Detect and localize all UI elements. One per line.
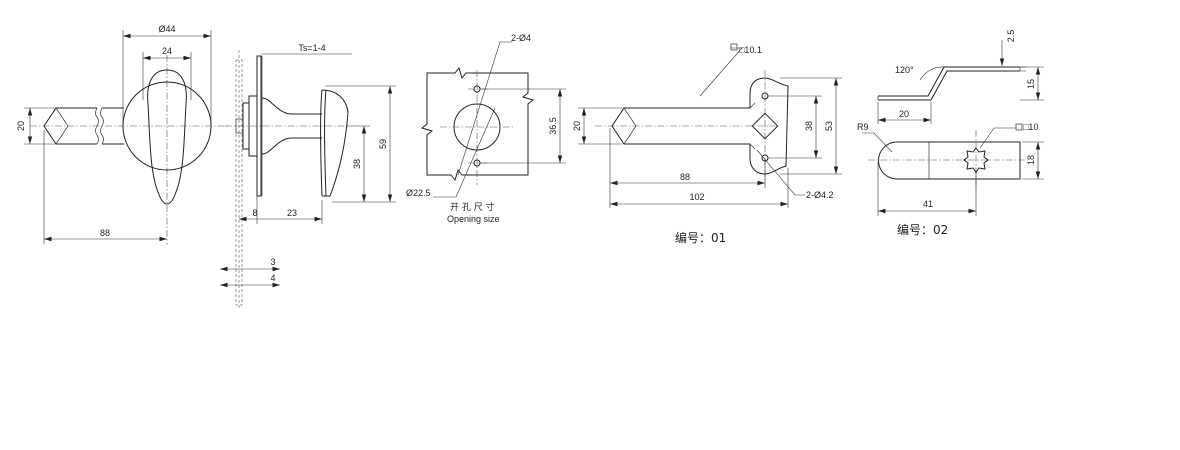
caption-part-01: 编号：01 xyxy=(675,230,726,245)
dim-02-41: 41 xyxy=(923,199,933,209)
dim-36-5: 36.5 xyxy=(548,117,558,135)
caption-opening-en: Opening size xyxy=(447,214,500,224)
opening-size-view: 2-Ø4 Ø22.5 36.5 开 孔 尺 寸 Opening size xyxy=(406,33,566,224)
dim-02-18: 18 xyxy=(1026,155,1036,165)
dim-01-53: 53 xyxy=(824,121,834,131)
dim-24: 24 xyxy=(162,46,172,56)
dim-8: 8 xyxy=(252,208,257,218)
dim-23: 23 xyxy=(287,208,297,218)
front-view-handle: Ø44 24 20 88 xyxy=(16,24,228,245)
label-dia22-5: Ø22.5 xyxy=(406,188,431,198)
dim-59: 59 xyxy=(378,139,388,149)
dim-01-20: 20 xyxy=(572,121,582,131)
dim-02-20: 20 xyxy=(899,109,909,119)
dim-88: 88 xyxy=(100,228,110,238)
dim-01-38: 38 xyxy=(804,121,814,131)
dim-02-15: 15 xyxy=(1026,79,1036,89)
dim-38: 38 xyxy=(352,159,362,169)
dim-02-2-5: 2.5 xyxy=(1006,30,1016,43)
dim-20: 20 xyxy=(16,121,26,131)
dim-4: 4 xyxy=(270,273,275,283)
dim-3: 3 xyxy=(270,257,275,267)
dim-ts: Ts=1-4 xyxy=(298,43,325,53)
label-sq10-1: □10.1 xyxy=(739,45,762,55)
label-holes-2xd4-2: 2-Ø4.2 xyxy=(806,190,834,200)
part-02-cam: 120° 2.5 15 20 R9 □10 18 41 编号：02 xyxy=(857,30,1044,237)
caption-part-02: 编号：02 xyxy=(897,222,948,237)
side-view-handle: Ts=1-4 59 38 8 23 3 4 xyxy=(220,43,396,308)
label-sq10: □10 xyxy=(1023,122,1038,132)
label-angle-120: 120° xyxy=(895,65,914,75)
part-01-cam: □10.1 20 38 53 88 102 2-Ø4.2 编号：01 xyxy=(572,43,842,245)
caption-opening-cn: 开 孔 尺 寸 xyxy=(450,201,495,213)
dim-dia44: Ø44 xyxy=(158,24,175,34)
label-holes-2xd4: 2-Ø4 xyxy=(511,33,531,43)
dim-01-88: 88 xyxy=(680,172,690,182)
dim-01-102: 102 xyxy=(689,192,704,202)
label-r9: R9 xyxy=(857,122,869,132)
